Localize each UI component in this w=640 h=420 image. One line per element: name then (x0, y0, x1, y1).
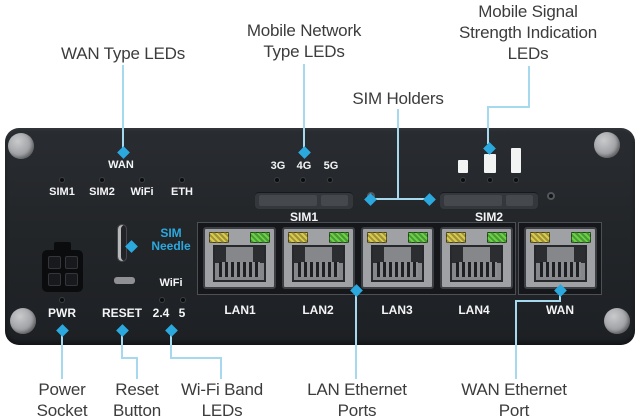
screw-bottom-right (604, 308, 630, 334)
screw-bottom-left (10, 308, 36, 334)
leader-mobile-network (303, 64, 305, 148)
wifi-24-label: 2.4 (152, 306, 170, 320)
lan4-port (440, 227, 513, 289)
wan-green-led (571, 232, 591, 243)
leader-power (61, 334, 63, 379)
sim-slot-label-1: SIM1 (289, 210, 318, 224)
led-dot-pwr (59, 297, 65, 303)
wifi-group-label: WiFi (159, 277, 183, 289)
led-dot-sim1 (59, 177, 65, 183)
lan4-label: LAN4 (458, 303, 490, 317)
leader-wifi-v2 (220, 357, 222, 379)
lan4-green-led (487, 232, 507, 243)
lan1-rj45-cavity (213, 245, 266, 282)
lan2-rj45-cavity (292, 245, 345, 282)
leader-lan (355, 294, 357, 379)
mobile-network-type-leds-label: Mobile Network Type LEDs (246, 21, 362, 61)
lan4-yellow-led (446, 232, 466, 243)
led-dot-eth (179, 177, 185, 183)
leader-signal-v2 (487, 106, 489, 144)
led-label-3g: 3G (270, 160, 286, 172)
lan1-yellow-led (209, 232, 229, 243)
led-label-sim2: SIM2 (89, 186, 115, 198)
lan1-label: LAN1 (224, 303, 256, 317)
led-dot-wifi-5 (180, 297, 186, 303)
mobile-signal-strength-label: Mobile Signal Strength Indication LEDs (459, 2, 597, 63)
led-dot-5g (327, 177, 333, 183)
leader-wifi-h (170, 357, 222, 359)
leader-reset-v2 (136, 357, 138, 379)
led-label-4g: 4G (296, 160, 312, 172)
sim-slot-label-2: SIM2 (474, 210, 503, 224)
leader-wifi-v1 (170, 334, 172, 359)
lan-ethernet-ports-label: LAN Ethernet Ports (307, 380, 407, 420)
reset-button-label: Reset Button (113, 380, 161, 420)
lan3-label: LAN3 (381, 303, 413, 317)
leader-reset-v1 (121, 334, 123, 359)
wifi-5-label: 5 (178, 306, 186, 320)
leader-wan-type (122, 65, 124, 148)
sim-needle (117, 224, 127, 262)
leader-reset-h (121, 357, 138, 359)
lan3-green-led (408, 232, 428, 243)
wan-yellow-led (530, 232, 550, 243)
led-label-eth: ETH (171, 186, 193, 198)
screw-top-left (8, 133, 34, 159)
led-dot-4g (300, 177, 306, 183)
lan2-yellow-led (288, 232, 308, 243)
wan-type-leds-label: WAN Type LEDs (40, 43, 206, 64)
led-dot-wifi (139, 177, 145, 183)
leader-signal-h (487, 106, 530, 108)
lan4-rj45-cavity (450, 245, 503, 282)
lan2-green-led (329, 232, 349, 243)
reset-button (114, 277, 135, 284)
signal-bar-3 (511, 148, 521, 173)
lan2-port (282, 227, 355, 289)
signal-bar-1 (458, 160, 468, 173)
wan-type-leds-text: WAN Type LEDs (61, 44, 185, 63)
wan-port-text: WAN (546, 303, 574, 317)
leader-sim-holders-h (372, 198, 428, 200)
led-dot-wifi-24 (159, 297, 165, 303)
power-socket (42, 250, 83, 292)
lan3-port (361, 227, 434, 289)
led-dot-signal-1 (460, 177, 466, 183)
lan3-rj45-cavity (371, 245, 424, 282)
pwr-label: PWR (48, 306, 76, 320)
hole-sim2 (547, 192, 555, 200)
led-dot-3g (274, 177, 280, 183)
lan3-yellow-led (367, 232, 387, 243)
leader-wan-eth-h (516, 300, 561, 302)
leader-signal-v1 (528, 66, 530, 108)
leader-wan-eth-v1 (559, 294, 561, 302)
power-socket-label: Power Socket (36, 380, 88, 420)
leader-sim-holders-v (397, 109, 399, 199)
lan1-port (203, 227, 276, 289)
reset-label: RESET (101, 306, 142, 320)
led-label-sim1: SIM1 (49, 186, 75, 198)
wan-rj45-cavity (534, 245, 587, 282)
wifi-band-leds-label: Wi-Fi Band LEDs (180, 380, 264, 420)
wan-ethernet-port-label: WAN Ethernet Port (461, 380, 567, 420)
sim-needle-text: SIM Needle (151, 226, 191, 253)
led-dot-signal-3 (513, 177, 519, 183)
wan-port (524, 227, 597, 289)
lan1-green-led (250, 232, 270, 243)
screw-top-right (594, 132, 620, 158)
led-dot-signal-2 (487, 177, 493, 183)
led-label-5g: 5G (323, 160, 339, 172)
wan-group-label: WAN (108, 159, 134, 171)
sim-holders-label: SIM Holders (352, 89, 444, 108)
sim-holder-1 (255, 192, 353, 209)
lan2-label: LAN2 (302, 303, 334, 317)
signal-bar-2 (484, 154, 496, 173)
power-socket-tab (54, 242, 71, 252)
sim-holder-2 (440, 192, 538, 209)
led-dot-sim2 (99, 177, 105, 183)
led-label-wifi: WiFi (130, 186, 154, 198)
leader-wan-eth-v2 (515, 300, 517, 379)
